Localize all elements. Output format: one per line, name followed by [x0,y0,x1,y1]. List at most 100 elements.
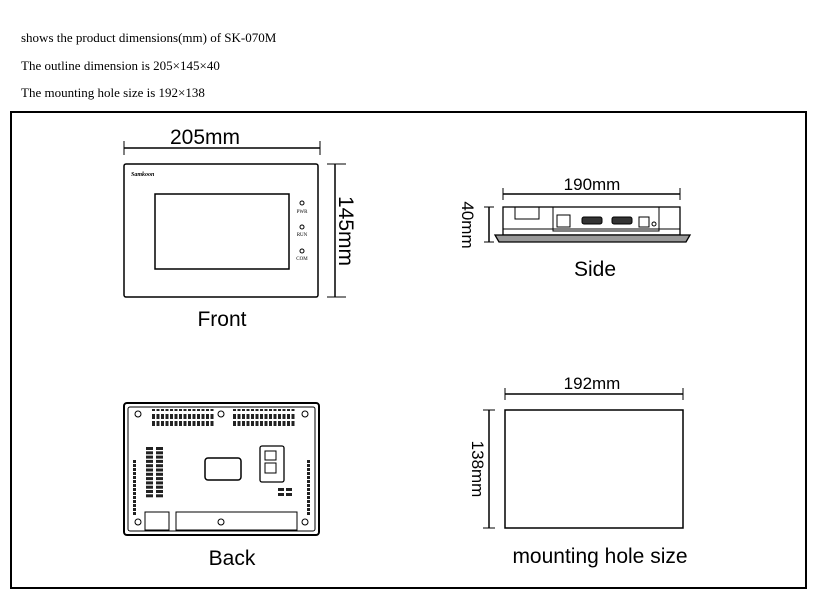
connector-pin [146,455,153,459]
led-label-run: RUN [297,233,308,238]
connector-pin [273,409,277,411]
connector-pin [210,421,214,426]
front-view [123,141,346,298]
connector-pin [278,409,281,411]
connector-pin [156,421,160,426]
intro-line-1: shows the product dimensions(mm) of SK-0… [21,30,277,45]
connector-pin [282,421,286,426]
connector-pin [278,488,284,491]
connector-pin [242,414,245,419]
connector-pin [146,451,153,455]
connector-pin [307,504,310,507]
front-panel [123,163,319,298]
connector-pin [174,409,178,411]
connector-pin [192,409,196,411]
connector-pin [197,409,200,411]
connector-pin [237,414,241,419]
connector-pin [269,414,272,419]
side-caption: Side [574,258,616,281]
connector-pin [260,409,263,411]
connector-pin [307,472,310,475]
connector-pin [133,508,136,511]
connector-pin [307,512,310,515]
connector-pin [133,460,136,463]
connector-pin [146,481,153,485]
connector-pin [179,414,182,419]
connector-pin [307,500,310,503]
connector-pin [179,421,182,426]
front-height-label: 145mm [334,196,357,266]
connector-pin [146,490,153,493]
connector-pin [174,421,178,426]
connector-pin [133,472,136,475]
connector-pin [152,421,155,426]
connector-pin [188,414,191,419]
connector-pin [161,421,164,426]
connector-pin [307,464,310,467]
connector-pin [246,414,250,419]
connector-pin [282,414,286,419]
connector-pin [133,500,136,503]
connector-pin [251,421,254,426]
connector-pin [246,409,250,411]
connector-pin [156,414,160,419]
connector-pin [287,421,290,426]
connector-pin [161,414,164,419]
connector-pin [174,414,178,419]
connector-pin [146,485,153,489]
connector-pin [183,414,187,419]
mounting-caption: mounting hole size [512,545,687,568]
connector-pin [179,409,182,411]
connector-pin [192,414,196,419]
connector-pin [156,459,163,463]
connector-pin [133,512,136,515]
connector-pin [307,488,310,491]
connector-pin [255,409,259,411]
connector-pin [188,421,191,426]
connector-pin [286,488,292,491]
led-label-pwr: PWR [297,210,309,215]
connector-pin [260,421,263,426]
connector-pin [192,421,196,426]
connector-pin [307,476,310,479]
connector-pin [183,409,187,411]
connector-pin [156,464,163,468]
connector-pin [264,409,268,411]
drawing-frame [10,111,807,589]
connector-pin [156,451,163,455]
connector-pin [165,414,169,419]
connector-pin [133,476,136,479]
side-view [484,188,692,243]
intro-line-3: The mounting hole size is 192×138 [21,85,205,100]
connector-pin [307,492,310,495]
connector-pin [156,472,163,476]
connector-pin [156,447,163,450]
side-depth-label: 40mm [458,201,477,248]
connector-pin [251,409,254,411]
connector-pin [291,409,295,411]
connector-pin [156,485,163,489]
connector-pin [307,484,310,487]
connector-pin [197,421,200,426]
connector-pin [156,481,163,485]
mounting-width-label: 192mm [564,374,621,393]
back-view [123,402,320,536]
back-caption: Back [209,547,256,570]
connector-pin [286,493,292,496]
connector-pin [307,460,310,463]
connector-pin [156,409,160,411]
connector-pin [188,409,191,411]
side-width-label: 190mm [564,175,621,194]
connector-pin [264,414,268,419]
connector-pin [210,409,214,411]
connector-pin [146,477,153,481]
connector-pin [152,409,155,411]
connector-pin [133,488,136,491]
connector-pin [251,414,254,419]
connector-pin [146,459,153,463]
connector-pin [133,468,136,471]
connector-pin [260,414,263,419]
mounting-hole-view [483,388,684,529]
connector-pin [133,484,136,487]
connector-pin [307,468,310,471]
